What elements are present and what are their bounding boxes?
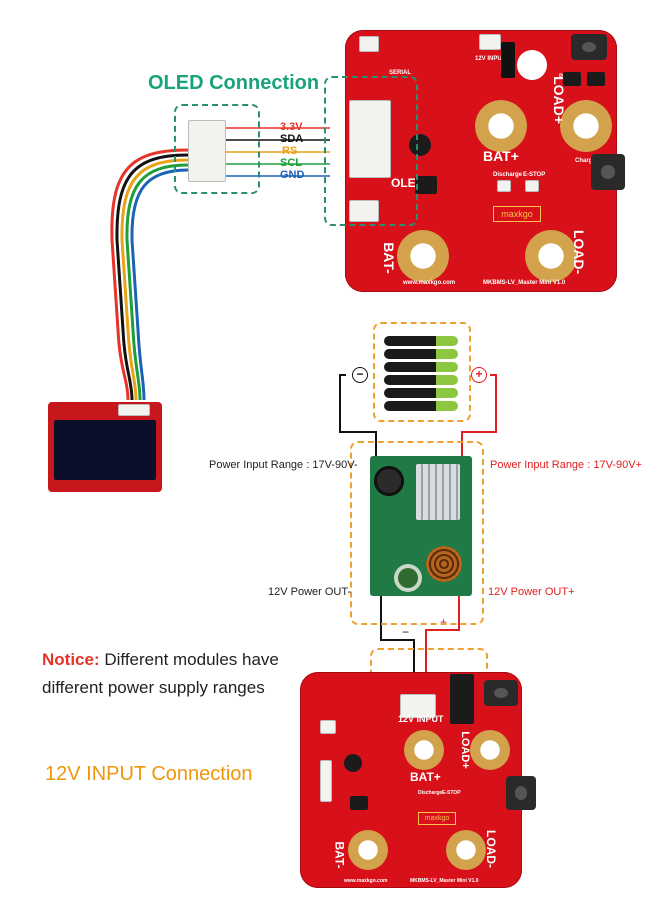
bat-plus-pad xyxy=(475,100,527,152)
capacitor-1 xyxy=(374,466,404,496)
notice-line2: different power supply ranges xyxy=(42,678,265,697)
output-plus-label: 12V Power OUT+ xyxy=(488,586,575,598)
mosfet-2 xyxy=(587,72,605,86)
power-terminal xyxy=(571,34,607,60)
serial-port xyxy=(359,36,379,52)
board-logo: maxkgo xyxy=(418,812,456,825)
battery-cell xyxy=(384,375,458,385)
board-logo: maxkgo xyxy=(493,206,541,222)
discharge-button xyxy=(497,180,511,192)
load-minus-pad xyxy=(525,230,577,282)
aux-port xyxy=(349,200,379,222)
inductor xyxy=(426,546,462,582)
buzzer xyxy=(409,134,431,156)
oled-port-highlight xyxy=(324,76,418,226)
discharge-silk-label: Discharge xyxy=(493,172,523,178)
bat-plus-label: BAT+ xyxy=(483,148,519,164)
bms-board-bottom: 12V INPUT BAT+ LOAD+ BAT- LOAD- Discharg… xyxy=(300,672,536,888)
ic-chip xyxy=(415,176,437,194)
minus-sign-icon: − xyxy=(352,367,368,383)
input-minus-label: Power Input Range : 17V-90V- xyxy=(209,459,358,471)
notice-text: Notice: Different modules have different… xyxy=(42,646,279,702)
load-minus-pad xyxy=(446,830,486,870)
oled-screen xyxy=(54,420,156,480)
capacitor-2 xyxy=(394,564,422,592)
heatsink xyxy=(416,464,460,520)
ic-chip xyxy=(350,796,368,810)
oled-module xyxy=(48,402,162,492)
oled-header xyxy=(118,404,150,416)
dc-dc-converter xyxy=(370,456,472,596)
notice-line1: Different modules have xyxy=(99,650,279,669)
battery-cell xyxy=(384,388,458,398)
battery-cell xyxy=(384,362,458,372)
input-port xyxy=(400,694,436,718)
estop-silk-label: E-STOP xyxy=(442,790,461,796)
bat-minus-label: BAT- xyxy=(332,841,347,869)
bms-board-top: BAT+ LOAD+ BAT- LOAD- OLE SERIAL 12V INP… xyxy=(345,30,625,292)
oled-plug xyxy=(188,120,226,182)
input-connection-heading: 12V INPUT Connection xyxy=(45,763,253,785)
board-model-label: MKBMS-LV_Master Mini V1.0 xyxy=(483,280,566,286)
board-model-label: MKBMS-LV_Master Mini V1.0 xyxy=(410,878,479,884)
charge-terminal xyxy=(506,776,536,810)
svg-text:+: + xyxy=(440,615,447,629)
estop-button xyxy=(525,180,539,192)
estop-silk-label: E-STOP xyxy=(523,172,546,178)
battery-pack-highlight xyxy=(373,322,471,422)
input-silk-label: 12V INPUT xyxy=(398,714,444,724)
discharge-silk-label: Discharge xyxy=(418,790,443,796)
bat-minus-pad xyxy=(348,830,388,870)
oled-plug-highlight xyxy=(174,104,260,194)
buzzer xyxy=(344,754,362,772)
converter-highlight xyxy=(350,441,484,625)
input-silk-label: 12V INPUT xyxy=(475,56,506,62)
load-minus-label: LOAD- xyxy=(484,830,498,868)
bat-plus-pad xyxy=(404,730,444,770)
board-site-label: www.maxkgo.com xyxy=(403,280,456,286)
bat-plus-label: BAT+ xyxy=(410,770,441,784)
input-plus-label: Power Input Range : 17V-90V+ xyxy=(490,459,642,471)
battery-cell xyxy=(384,401,458,411)
pin-label-gnd: GND xyxy=(280,169,305,181)
serial-port xyxy=(320,720,336,734)
relay xyxy=(501,42,515,78)
battery-cell xyxy=(384,336,458,346)
pin-label-scl: SCL xyxy=(280,157,302,169)
oled-port xyxy=(349,100,391,178)
mount-hole xyxy=(517,50,547,80)
battery-cell xyxy=(384,349,458,359)
relay xyxy=(450,674,474,724)
pin-label-3v3: 3.3V xyxy=(280,121,303,133)
output-minus-label: 12V Power OUT- xyxy=(268,586,352,598)
oled-connection-heading: OLED Connection xyxy=(148,72,320,94)
serial-silk-label: SERIAL xyxy=(389,70,412,76)
oled-silk-label: OLE xyxy=(391,176,416,190)
charge-terminal xyxy=(591,154,625,190)
notice-prefix: Notice: xyxy=(42,650,100,669)
load-plus-label: LOAD+ xyxy=(458,731,471,769)
charge-silk-label: Charge xyxy=(575,158,596,164)
input-port xyxy=(479,34,501,50)
load-plus-pad xyxy=(560,100,612,152)
plus-sign-icon: + xyxy=(471,367,487,383)
board-site-label: www.maxkgo.com xyxy=(344,878,388,884)
oled-port xyxy=(320,760,332,802)
power-terminal xyxy=(484,680,518,706)
pin-label-sda: SDA xyxy=(280,133,304,145)
mosfet-1 xyxy=(563,72,581,86)
load-plus-pad xyxy=(470,730,510,770)
bat-minus-pad xyxy=(397,230,449,282)
svg-text:−: − xyxy=(402,625,409,639)
pin-label-rs: RS xyxy=(282,145,298,157)
